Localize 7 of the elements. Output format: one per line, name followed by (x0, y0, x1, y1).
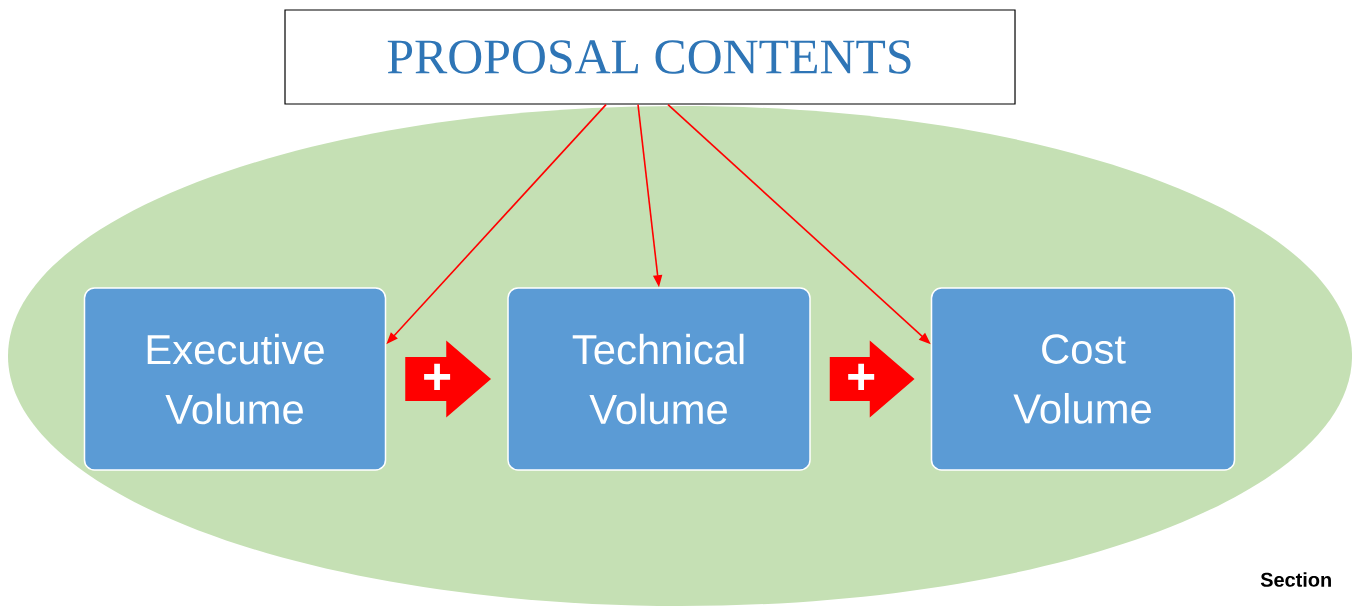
volume-box: Executive Volume (83, 287, 387, 471)
plus-sign: + (848, 363, 875, 391)
note-text: Section (1260, 572, 1331, 587)
plus-sign: + (424, 363, 451, 391)
title-box: PROPOSAL CONTENTS (284, 9, 1016, 105)
volume-box: Cost Volume (930, 287, 1236, 471)
volume-box: Technical Volume (507, 287, 811, 471)
